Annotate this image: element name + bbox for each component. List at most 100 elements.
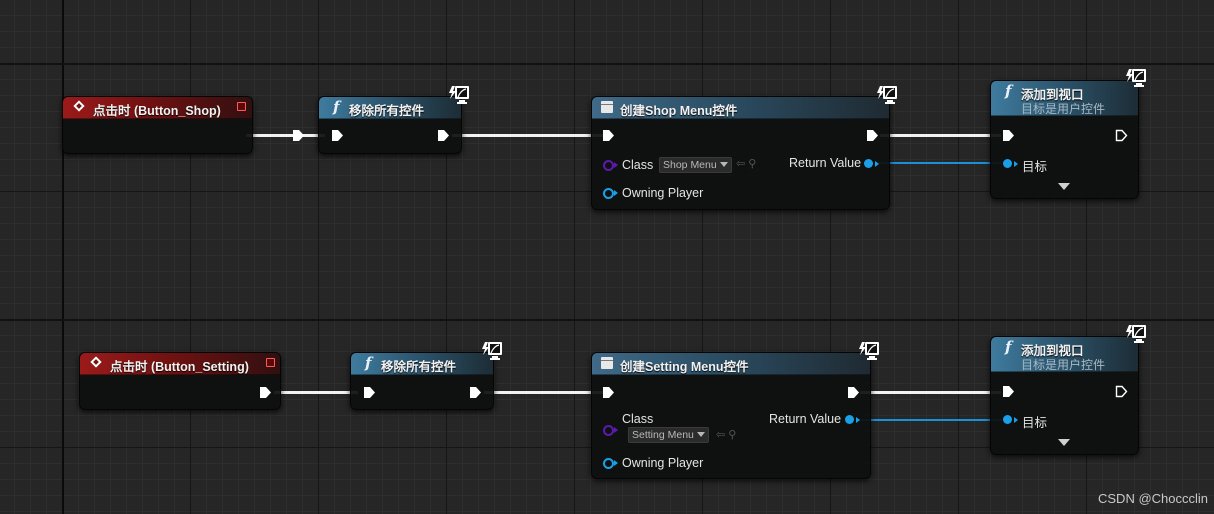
- node-header: [592, 97, 889, 119]
- expand-arrow-icon[interactable]: [1058, 183, 1070, 190]
- node-header: [351, 353, 493, 375]
- widget-icon: [601, 357, 613, 369]
- exec-out-pin[interactable]: [1115, 385, 1128, 398]
- node-header: [63, 97, 252, 119]
- node-title: 点击时 (Button_Setting): [110, 360, 249, 374]
- event-node-button-shop[interactable]: 点击时 (Button_Shop): [62, 96, 304, 154]
- exec-in-pin[interactable]: [602, 386, 615, 399]
- exec-wire[interactable]: [880, 134, 1001, 137]
- grid-major-line: [0, 63, 1214, 65]
- remove-all-widgets-node[interactable]: f 移除所有控件: [350, 352, 494, 410]
- node-header: [592, 353, 870, 375]
- watermark: CSDN @Choccclin: [1098, 491, 1208, 506]
- target-pin[interactable]: [1003, 159, 1012, 168]
- arrow-left-icon[interactable]: ⇦: [736, 158, 746, 170]
- class-dropdown[interactable]: Shop Menu: [659, 157, 732, 173]
- pin-arrow-icon: [1014, 161, 1018, 167]
- widget-icon: [601, 101, 613, 113]
- node-title: 移除所有控件: [381, 360, 457, 374]
- return-value-label: Return Value: [789, 156, 862, 170]
- owning-player-label: Owning Player: [622, 456, 704, 470]
- browse-icons[interactable]: ⇦ ⚲: [736, 157, 756, 170]
- return-value-pin[interactable]: [845, 415, 854, 424]
- add-to-viewport-node[interactable]: f 添加到视口 目标是用户控件 目标: [990, 336, 1139, 455]
- node-header: [319, 97, 461, 119]
- arrow-left-icon[interactable]: ⇦: [716, 429, 726, 441]
- class-label: Class: [622, 158, 654, 172]
- exec-wire[interactable]: [246, 134, 325, 137]
- object-wire[interactable]: [856, 419, 1002, 421]
- target-pin[interactable]: [1003, 415, 1012, 424]
- object-wire[interactable]: [876, 162, 1002, 164]
- exec-in-pin[interactable]: [363, 386, 376, 399]
- pin-arrow-icon: [1014, 417, 1018, 423]
- exec-out-pin[interactable]: [292, 129, 305, 142]
- monitor-lightning-icon: [449, 86, 469, 104]
- search-icon[interactable]: ⚲: [748, 158, 757, 170]
- owning-player-pin[interactable]: [603, 188, 614, 199]
- create-widget-node-setting[interactable]: 创建Setting Menu控件 Class Setting Menu ⇦ ⚲ …: [591, 352, 871, 479]
- exec-out-pin[interactable]: [259, 386, 272, 399]
- node-subtitle: 目标是用户控件: [1021, 102, 1106, 116]
- node-subtitle: 目标是用户控件: [1021, 358, 1106, 372]
- function-f-icon: f: [365, 354, 372, 372]
- node-title: 创建Shop Menu控件: [620, 104, 738, 118]
- exec-in-pin[interactable]: [331, 129, 344, 142]
- exec-out-pin[interactable]: [469, 386, 482, 399]
- pin-arrow-icon: [614, 460, 618, 466]
- owning-player-pin[interactable]: [603, 458, 614, 469]
- exec-wire[interactable]: [860, 391, 1001, 394]
- browse-icons[interactable]: ⇦ ⚲: [716, 428, 736, 441]
- node-header: [991, 337, 1138, 372]
- event-node-button-setting[interactable]: 点击时 (Button_Setting): [79, 352, 281, 410]
- exec-in-pin[interactable]: [1002, 129, 1015, 142]
- monitor-lightning-icon: [877, 86, 897, 104]
- delegate-pin-icon[interactable]: [237, 102, 246, 111]
- return-value-pin[interactable]: [864, 159, 873, 168]
- class-pin[interactable]: [603, 425, 614, 436]
- expand-arrow-icon[interactable]: [1058, 439, 1070, 446]
- target-label: 目标: [1022, 416, 1048, 430]
- class-dropdown[interactable]: Setting Menu: [628, 427, 709, 443]
- function-f-icon: f: [1005, 338, 1012, 356]
- node-title: 添加到视口: [1021, 88, 1084, 102]
- create-widget-node-shop[interactable]: 创建Shop Menu控件 Class Shop Menu ⇦ ⚲ Return…: [591, 96, 890, 210]
- search-icon[interactable]: ⚲: [728, 429, 737, 441]
- pin-arrow-icon: [614, 190, 618, 196]
- add-to-viewport-node[interactable]: f 添加到视口 目标是用户控件 目标: [990, 80, 1139, 199]
- exec-out-pin[interactable]: [866, 129, 879, 142]
- exec-wire[interactable]: [484, 391, 604, 394]
- monitor-lightning-icon: [482, 342, 502, 360]
- pin-arrow-icon: [614, 427, 618, 433]
- class-pin[interactable]: [603, 160, 614, 171]
- chevron-down-icon: [719, 162, 728, 167]
- remove-all-widgets-node[interactable]: f 移除所有控件: [318, 96, 462, 154]
- node-header: [991, 81, 1138, 116]
- pin-arrow-icon: [875, 161, 879, 167]
- node-title: 创建Setting Menu控件: [620, 360, 749, 374]
- class-dropdown-value: Shop Menu: [663, 159, 717, 171]
- grid-major-line: [0, 319, 1214, 321]
- monitor-lightning-icon: [1126, 69, 1146, 87]
- function-f-icon: f: [1005, 82, 1012, 100]
- node-title: 添加到视口: [1021, 344, 1084, 358]
- owning-player-label: Owning Player: [622, 186, 704, 200]
- exec-out-pin[interactable]: [1115, 129, 1128, 142]
- function-f-icon: f: [333, 98, 340, 116]
- target-label: 目标: [1022, 160, 1048, 174]
- exec-wire[interactable]: [452, 134, 604, 137]
- graph-axis-line: [62, 0, 64, 514]
- exec-out-pin[interactable]: [847, 386, 860, 399]
- exec-wire[interactable]: [274, 391, 358, 394]
- exec-in-pin[interactable]: [1002, 385, 1015, 398]
- node-header: [80, 353, 280, 375]
- node-title: 移除所有控件: [349, 104, 425, 118]
- monitor-lightning-icon: [859, 342, 879, 360]
- monitor-lightning-icon: [1126, 325, 1146, 343]
- exec-in-pin[interactable]: [602, 129, 615, 142]
- exec-out-pin[interactable]: [437, 129, 450, 142]
- pin-arrow-icon: [614, 162, 618, 168]
- chevron-down-icon: [696, 432, 705, 437]
- node-title: 点击时 (Button_Shop): [93, 104, 221, 118]
- delegate-pin-icon[interactable]: [266, 358, 275, 367]
